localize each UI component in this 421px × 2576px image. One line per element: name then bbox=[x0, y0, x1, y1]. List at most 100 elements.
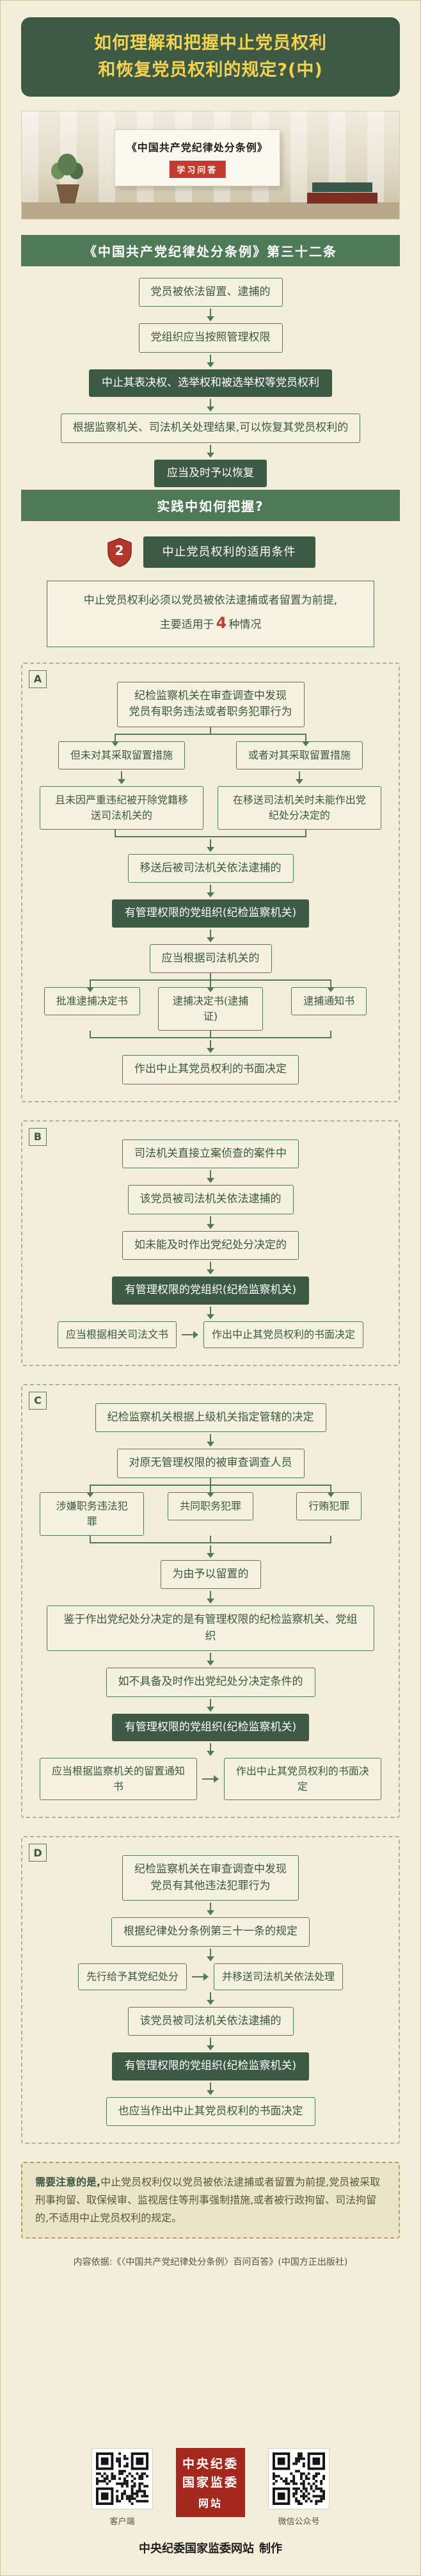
arrow-down-icon bbox=[207, 837, 214, 854]
arrow-down-icon bbox=[207, 1432, 214, 1449]
case-d-result: 也应当作出中止其党员权利的书面决定 bbox=[106, 2097, 315, 2127]
case-c-reasons: 涉嫌职务违法犯罪 共同职务犯罪 行贿犯罪 bbox=[40, 1492, 381, 1536]
article-step-2: 党组织应当按照管理权限 bbox=[138, 323, 283, 353]
arrow-down-icon bbox=[207, 1741, 214, 1758]
arrow-down-icon bbox=[207, 883, 214, 899]
arrow-down-icon bbox=[295, 769, 303, 786]
qr-wechat-block: 微信公众号 bbox=[268, 2448, 330, 2527]
note-body: 中止党员权利仅以党员被依法逮捕或者留置为前提,党员被采取刑事拘留、取保候审、监视… bbox=[35, 2176, 381, 2225]
arrow-down-icon bbox=[207, 353, 214, 369]
case-a-branch-right: 或者对其采取留置措施 bbox=[235, 741, 363, 769]
arrow-down-icon bbox=[207, 2081, 214, 2097]
arrow-down-icon bbox=[207, 1990, 214, 2007]
arrow-right-icon bbox=[202, 1775, 219, 1783]
case-b-basis: 应当根据相关司法文书 bbox=[57, 1321, 177, 1348]
case-b: B 司法机关直接立案侦查的案件中 该党员被司法机关依法逮捕的 如未能及时作出党纪… bbox=[21, 1120, 400, 1366]
merge-connector bbox=[114, 829, 307, 837]
arrow-down-icon bbox=[207, 1651, 214, 1668]
case-d-start-line2: 党员有其他违法犯罪行为 bbox=[150, 1879, 271, 1892]
case-c-org: 有管理权限的党组织(纪检监察机关) bbox=[111, 1713, 310, 1742]
connector-line bbox=[210, 973, 211, 980]
case-a-branch-left: 但未对其采取留置措施 bbox=[58, 741, 186, 769]
case-c-basis: 应当根据监察机关的留置通知书 bbox=[40, 1758, 197, 1801]
page-title-line1: 如何理解和把握中止党员权利 bbox=[94, 33, 327, 53]
case-d-step-left: 先行给予其党纪处分 bbox=[77, 1963, 187, 1990]
case-c-label: C bbox=[29, 1391, 47, 1410]
note-lead: 需要注意的是, bbox=[35, 2176, 101, 2189]
case-c: C 纪检监察机关根据上级机关指定管辖的决定 对原无管理权限的被审查调查人员 涉嫌… bbox=[21, 1383, 400, 1819]
site-logo-line2: 国家监委 bbox=[182, 2475, 239, 2490]
qr-code-client bbox=[96, 2452, 148, 2505]
premise-line2-post: 种情况 bbox=[228, 618, 262, 632]
premise-line1: 中止党员权利必须以党员被依法逮捕或者留置为前提, bbox=[83, 594, 338, 608]
arrow-down-icon bbox=[207, 307, 214, 323]
arrow-down-icon bbox=[207, 2036, 214, 2052]
windowsill-decoration bbox=[22, 202, 399, 219]
page-title: 如何理解和把握中止党员权利 和恢复党员权利的规定?(中) bbox=[21, 17, 400, 97]
qr-code-wechat bbox=[273, 2452, 325, 2505]
merge-connector bbox=[89, 1535, 332, 1543]
case-a-basis: 应当根据司法机关的 bbox=[149, 944, 272, 974]
qr-client-label: 客户端 bbox=[109, 2517, 135, 2527]
case-a-branch-left-sub: 且未因严重违纪被开除党籍移送司法机关的 bbox=[40, 785, 203, 830]
footer-qr-row: 客户端 中央纪委 国家监委 网站 微信公众号 bbox=[17, 2448, 404, 2527]
case-b-label: B bbox=[29, 1127, 47, 1146]
case-d-org: 有管理权限的党组织(纪检监察机关) bbox=[111, 2052, 310, 2081]
arrow-down-icon bbox=[207, 1589, 214, 1606]
credit-action: 制作 bbox=[259, 2542, 282, 2556]
arrow-down-icon bbox=[207, 1543, 214, 1560]
arrow-down-icon bbox=[207, 397, 214, 414]
book-cover: 《中国共产党纪律处分条例》 学习问答 bbox=[114, 129, 280, 186]
article-step-1: 党员被依法留置、逮捕的 bbox=[138, 277, 283, 307]
cover-photo: 《中国共产党纪律处分条例》 学习问答 bbox=[21, 110, 400, 220]
case-a-doc-2: 逮捕决定书(逮捕证) bbox=[158, 987, 263, 1031]
case-c-row1: 纪检监察机关根据上级机关指定管辖的决定 bbox=[95, 1403, 326, 1433]
book-title: 《中国共产党纪律处分条例》 bbox=[126, 141, 268, 154]
plant-decoration bbox=[49, 153, 87, 204]
article-flowchart: 党员被依法留置、逮捕的 党组织应当按照管理权限 中止其表决权、选举权和被选举权等… bbox=[17, 277, 404, 488]
case-c-row4: 为由予以留置的 bbox=[160, 1559, 261, 1590]
case-d: D 纪检监察机关在审查调查中发现 党员有其他违法犯罪行为 根据纪律处分条例第三十… bbox=[21, 1836, 400, 2145]
case-c-result: 作出中止其党员权利的书面决定 bbox=[224, 1758, 381, 1801]
site-logo-line1: 中央纪委 bbox=[182, 2457, 239, 2471]
qr-wechat-label: 微信公众号 bbox=[278, 2517, 320, 2527]
case-c-row2: 对原无管理权限的被审查调查人员 bbox=[116, 1449, 305, 1478]
page-title-line2: 和恢复党员权利的规定?(中) bbox=[98, 60, 323, 80]
case-a-label: A bbox=[29, 670, 47, 688]
credit-line: 中央纪委国家监委网站制作 bbox=[17, 2536, 404, 2556]
case-d-step-right: 并移送司法机关依法处理 bbox=[214, 1963, 344, 1990]
split-connector bbox=[86, 1484, 335, 1497]
case-b-row3: 如未能及时作出党纪处分决定的 bbox=[122, 1230, 299, 1260]
case-b-row2: 该党员被司法机关依法逮捕的 bbox=[127, 1185, 294, 1214]
case-b-result: 作出中止其党员权利的书面决定 bbox=[203, 1321, 364, 1348]
arrow-down-icon bbox=[207, 1305, 214, 1321]
arrow-down-icon bbox=[207, 1901, 214, 1917]
case-a-start-line1: 纪检监察机关在审查调查中发现 bbox=[134, 689, 287, 702]
credit-site: 中央纪委国家监委网站 bbox=[139, 2542, 254, 2556]
case-c-reason-3: 行贿犯罪 bbox=[296, 1492, 362, 1520]
case-b-final-row: 应当根据相关司法文书 作出中止其党员权利的书面决定 bbox=[57, 1321, 364, 1348]
source-line: 内容依据:《〈中国共产党纪律处分条例〉百问百答》(中国方正出版社) bbox=[73, 2257, 348, 2268]
case-c-final-row: 应当根据监察机关的留置通知书 作出中止其党员权利的书面决定 bbox=[40, 1758, 381, 1801]
case-c-reason-1: 涉嫌职务违法犯罪 bbox=[40, 1492, 145, 1536]
site-logo: 中央纪委 国家监委 网站 bbox=[176, 2448, 245, 2517]
book-stack-decoration bbox=[307, 181, 377, 204]
case-a-start-line2: 党员有职务违法或者职务犯罪行为 bbox=[129, 705, 292, 719]
connector-line bbox=[210, 1477, 211, 1485]
case-d-label: D bbox=[29, 1844, 47, 1862]
article-step-4: 根据监察机关、司法机关处理结果,可以恢复其党员权利的 bbox=[60, 414, 361, 443]
site-logo-line3: 网站 bbox=[198, 2497, 223, 2509]
arrow-right-icon bbox=[192, 1972, 209, 1981]
arrow-down-icon bbox=[207, 1947, 214, 1963]
case-d-start: 纪检监察机关在审查调查中发现 党员有其他违法犯罪行为 bbox=[122, 1855, 299, 1901]
article-step-5: 应当及时予以恢复 bbox=[154, 459, 267, 488]
qr-client-block: 客户端 bbox=[91, 2448, 153, 2527]
arrow-down-icon bbox=[118, 769, 126, 786]
case-b-org: 有管理权限的党组织(纪检监察机关) bbox=[111, 1276, 310, 1305]
case-c-row6: 如不具备及时作出党纪处分决定条件的 bbox=[106, 1668, 315, 1697]
arrow-down-icon bbox=[207, 443, 214, 460]
case-d-row2: 根据纪律处分条例第三十一条的规定 bbox=[111, 1917, 310, 1947]
case-a-result: 作出中止其党员权利的书面决定 bbox=[122, 1055, 299, 1084]
